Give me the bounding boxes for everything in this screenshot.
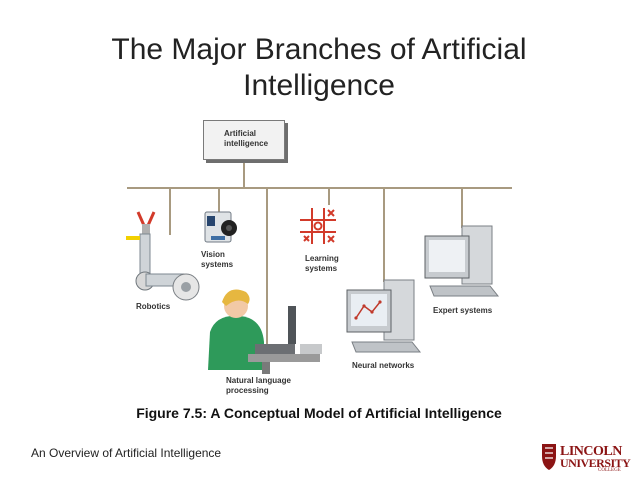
- natural-label-line-2: processing: [226, 386, 269, 395]
- root-label-line-2: intelligence: [224, 139, 269, 148]
- learning-label-line-2: systems: [305, 264, 338, 273]
- learning-label: Learning systems: [305, 254, 339, 274]
- title-line-1: The Major Branches of Artificial: [111, 33, 527, 66]
- slide-title: The Major Branches of Artificial Intelli…: [60, 32, 578, 104]
- neural-networks-label: Neural networks: [352, 361, 415, 370]
- figure-caption: Figure 7.5: A Conceptual Model of Artifi…: [136, 405, 502, 421]
- robotics-label: Robotics: [136, 302, 171, 311]
- logo-line-1: LINCOLN: [560, 444, 622, 459]
- vision-label-line-2: systems: [201, 260, 234, 269]
- logo-line-3: COLLEGE: [598, 468, 621, 473]
- expert-system-computer-icon: [424, 225, 500, 297]
- tic-tac-toe-icon: [300, 208, 336, 244]
- natural-label-line-1: Natural language: [226, 376, 291, 385]
- ai-root-box: Artificial intelligence: [203, 120, 285, 160]
- vision-label: Vision systems: [201, 250, 233, 270]
- expert-systems-label: Expert systems: [433, 306, 493, 315]
- natural-language-label: Natural language processing: [226, 376, 291, 396]
- connector-lines: [127, 162, 512, 372]
- person-at-computer-icon: [208, 289, 322, 374]
- neural-network-computer-icon: [346, 279, 422, 353]
- lincoln-university-logo: LINCOLN UNIVERSITY COLLEGE: [540, 442, 631, 473]
- vision-label-line-1: Vision: [201, 250, 225, 259]
- root-label-line-1: Artificial: [224, 129, 257, 138]
- logo-line-2: UNIVERSITY: [560, 456, 631, 470]
- title-line-2: Intelligence: [243, 69, 395, 102]
- robotics-arm-icon: [126, 211, 200, 301]
- learning-label-line-1: Learning: [305, 254, 339, 263]
- shield-icon: [542, 444, 556, 470]
- footer-text: An Overview of Artificial Intelligence: [31, 446, 222, 460]
- vision-camera-icon: [204, 211, 237, 243]
